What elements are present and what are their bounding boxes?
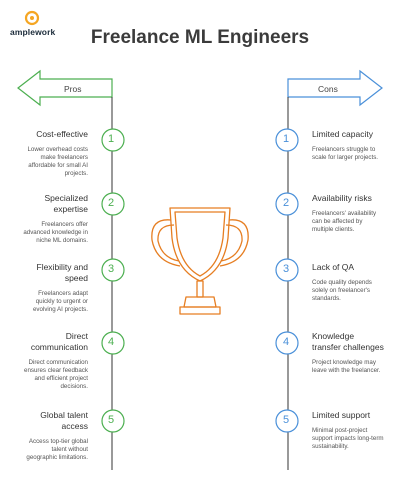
pros-item-desc: Lower overhead costs make freelancers af… — [27, 146, 88, 177]
cons-circle-4 — [275, 331, 299, 355]
pros-item-desc: Direct communication ensures clear feedb… — [24, 359, 88, 390]
pros-circle-5 — [101, 409, 125, 433]
pros-num-3: 3 — [108, 263, 115, 275]
page-title: Freelance ML Engineers — [90, 27, 310, 48]
cons-item-3: Lack of QA Code quality depends solely o… — [312, 262, 384, 303]
cons-circle-1 — [275, 128, 299, 152]
pros-num-4: 4 — [108, 336, 115, 348]
cons-num-4: 4 — [283, 336, 290, 348]
cons-circle-5 — [275, 409, 299, 433]
cons-circle-2 — [275, 192, 299, 216]
pros-item-5: Global talent access Access top-tier glo… — [20, 410, 88, 462]
pros-circle-3 — [101, 258, 125, 282]
cons-number-circles — [275, 128, 299, 433]
cons-header-label: Cons — [318, 84, 338, 94]
cons-item-title: Limited capacity — [312, 129, 373, 139]
cons-arrow — [287, 69, 383, 107]
cons-item-desc: Code quality depends solely on freelance… — [312, 279, 372, 302]
pros-item-desc: Access top-tier global talent without ge… — [26, 438, 88, 461]
cons-item-desc: Freelancers struggle to scale for larger… — [312, 146, 379, 161]
cons-item-title: Lack of QA — [312, 262, 355, 272]
pros-item-title: Flexibility and speed — [36, 262, 89, 283]
cons-num-5: 5 — [283, 414, 290, 426]
cons-item-title: Limited support — [312, 410, 371, 420]
pros-circle-4 — [101, 331, 125, 355]
cons-item-desc: Minimal post-project support impacts lon… — [312, 427, 384, 450]
pros-header-label: Pros — [64, 84, 82, 94]
cons-num-3: 3 — [283, 263, 290, 275]
cons-circle-3 — [275, 258, 299, 282]
cons-num-1: 1 — [283, 133, 290, 145]
pros-number-circles — [101, 128, 125, 433]
cons-num-2: 2 — [283, 197, 290, 209]
cons-item-1: Limited capacity Freelancers struggle to… — [312, 129, 384, 162]
pros-item-1: Cost-effective Lower overhead costs make… — [20, 129, 88, 178]
pros-item-title: Cost-effective — [36, 129, 88, 139]
cons-item-5: Limited support Minimal post-project sup… — [312, 410, 384, 451]
cons-item-title: Availability risks — [312, 193, 372, 203]
pros-item-title: Specialized expertise — [44, 193, 88, 214]
pros-num-2: 2 — [108, 197, 115, 209]
amplework-logo-icon — [24, 10, 40, 26]
cons-item-title: Knowledge transfer challenges — [312, 331, 384, 352]
pros-item-desc: Freelancers offer advanced knowledge in … — [23, 221, 88, 244]
pros-item-2: Specialized expertise Freelancers offer … — [20, 193, 88, 245]
trophy-icon — [151, 207, 249, 315]
pros-item-desc: Freelancers adapt quickly to urgent or e… — [32, 290, 88, 313]
pros-item-title: Global talent access — [40, 410, 88, 431]
pros-item-title: Direct communication — [30, 331, 88, 352]
pros-item-3: Flexibility and speed Freelancers adapt … — [20, 262, 88, 314]
pros-num-5: 5 — [108, 414, 115, 426]
cons-item-2: Availability risks Freelancers' availabi… — [312, 193, 384, 234]
pros-circle-1 — [101, 128, 125, 152]
cons-item-desc: Freelancers' availability can be affecte… — [312, 210, 377, 233]
cons-item-4: Knowledge transfer challenges Project kn… — [312, 331, 384, 375]
pros-item-4: Direct communication Direct communicatio… — [20, 331, 88, 391]
pros-num-1: 1 — [108, 133, 115, 145]
pros-arrow — [17, 69, 113, 107]
pros-circle-2 — [101, 192, 125, 216]
cons-item-desc: Project knowledge may leave with the fre… — [312, 359, 381, 374]
brand-logo-text: amplework — [10, 27, 56, 37]
